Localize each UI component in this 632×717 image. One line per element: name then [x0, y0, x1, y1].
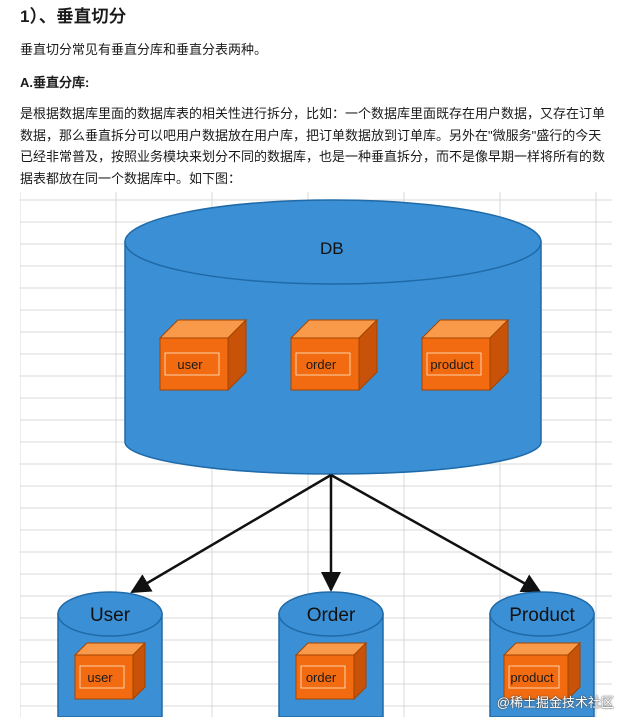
split-table-box-user-label: user — [87, 670, 113, 685]
table-box-product: product — [420, 318, 510, 392]
split-table-box-product: product — [502, 641, 582, 701]
table-box-order: order — [289, 318, 379, 392]
split-arrows — [130, 473, 542, 594]
intro-paragraph: 垂直切分常见有垂直分库和垂直分表两种。 — [20, 42, 268, 57]
db-label-product: Product — [509, 605, 575, 626]
body-line: 据表都放在同一个数据库中。如下图： — [20, 170, 242, 186]
db-cylinder-order: Order order — [278, 591, 384, 717]
table-box-user-label: user — [177, 357, 203, 372]
split-table-box-user: user — [73, 641, 147, 701]
split-table-box-product-label: product — [510, 670, 554, 685]
db-cylinder-product: Product product — [489, 591, 595, 717]
split-table-box-order: order — [294, 641, 368, 701]
subheading: A.垂直分库: — [20, 75, 90, 90]
arrow-to-user — [130, 473, 332, 594]
body-paragraph: 是根据数据库里面的数据库表的相关性进行拆分，比如：一个数据库里面既存在用户数据，… — [20, 103, 620, 189]
split-table-box-order-label: order — [306, 670, 337, 685]
db-label-order: Order — [307, 605, 356, 626]
db-label-user: User — [90, 605, 131, 626]
body-line: 已经非常普及，按照业务模块来划分不同的数据库，也是一种垂直拆分，而不是像早期一样… — [20, 149, 606, 164]
table-box-product-label: product — [430, 357, 474, 372]
body-line: 是根据数据库里面的数据库表的相关性进行拆分，比如：一个数据库里面既存在用户数据，… — [20, 106, 606, 121]
table-box-order-label: order — [306, 357, 337, 372]
main-db-label: DB — [320, 239, 344, 258]
table-box-user: user — [158, 318, 248, 392]
body-line: 数据，那么垂直拆分可以吧用户数据放在用户库，把订单数据放到订单库。另外在"微服务… — [20, 127, 602, 143]
arrow-to-product — [330, 473, 542, 594]
section-heading: 1）、垂直切分 — [20, 7, 127, 26]
db-cylinder-user: User user — [57, 591, 163, 717]
watermark: @稀土掘金技术社区 — [496, 695, 614, 710]
